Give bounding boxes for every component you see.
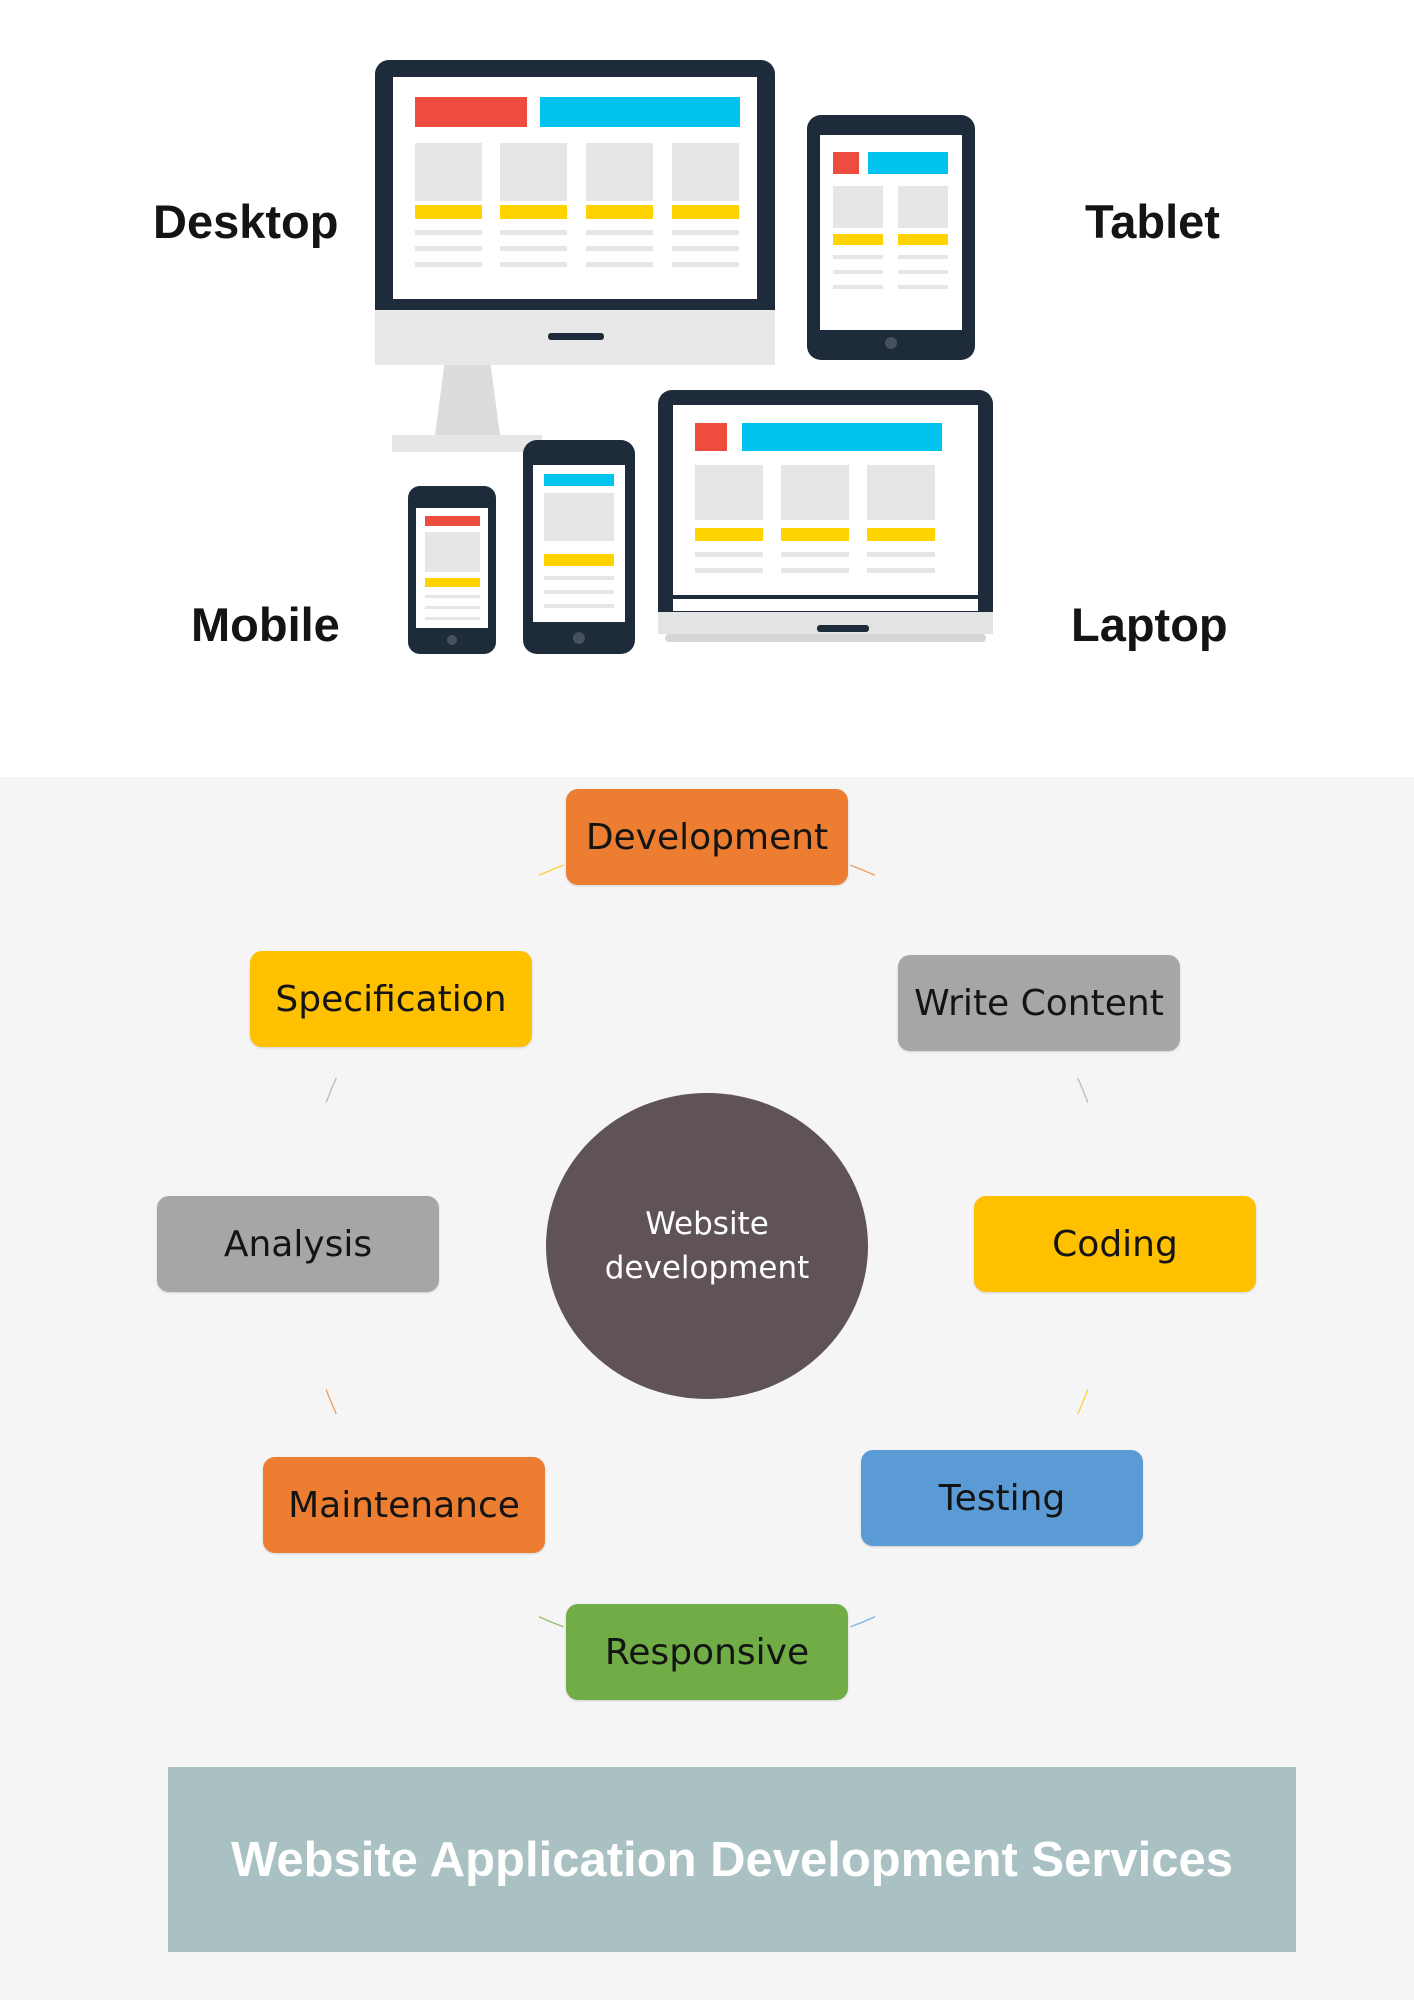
cycle-connector [325, 1077, 337, 1103]
stage-analysis: Analysis [157, 1196, 439, 1292]
cycle-connector [850, 1616, 876, 1628]
desktop-icon [375, 60, 775, 452]
tablet-icon [807, 115, 975, 360]
large-phone-icon [523, 440, 635, 654]
development-cycle-diagram: Website development Development Write Co… [0, 777, 1414, 2000]
cycle-connector [1077, 1389, 1089, 1415]
stage-development: Development [566, 789, 848, 885]
cycle-ring [325, 864, 1089, 1628]
stage-write-content: Write Content [898, 955, 1180, 1051]
responsive-devices-illustration [375, 60, 993, 654]
stage-specification: Specification [250, 951, 532, 1047]
laptop-icon [658, 390, 993, 642]
cycle-connector [538, 1616, 564, 1628]
cycle-connector [325, 1389, 337, 1415]
laptop-label: Laptop [1071, 598, 1228, 651]
stage-maintenance: Maintenance [263, 1457, 545, 1553]
banner-title: Website Application Development Services [230, 1832, 1234, 1887]
cycle-connector [538, 864, 564, 876]
stage-responsive: Responsive [566, 1604, 848, 1700]
cycle-connector [1077, 1077, 1089, 1103]
mobile-label: Mobile [191, 598, 340, 651]
desktop-label: Desktop [153, 195, 339, 248]
services-banner: Website Application Development Services [168, 1767, 1296, 1952]
center-label: Website development [604, 1206, 810, 1286]
stage-coding: Coding [974, 1196, 1256, 1292]
cycle-connector [850, 864, 876, 876]
small-phone-icon [408, 486, 496, 654]
tablet-label: Tablet [1085, 195, 1220, 248]
stage-testing: Testing [861, 1450, 1143, 1546]
center-circle: Website development [546, 1093, 868, 1399]
